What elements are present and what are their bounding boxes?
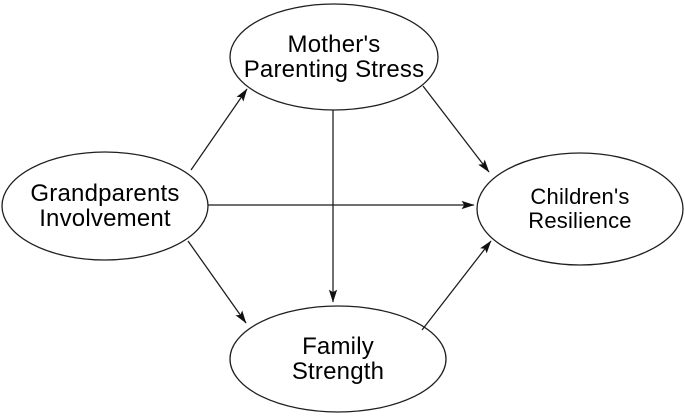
- node-ellipse-mothers-parenting-stress: [229, 3, 439, 111]
- edge-family-strength-to-childrens-resilience-arrow: [421, 240, 492, 331]
- node-ellipse-childrens-resilience: [476, 152, 684, 266]
- edge-grandparents-to-parenting-stress-arrow: [190, 88, 248, 171]
- node-ellipse-grandparents-involvement: [1, 151, 209, 261]
- node-ellipse-family-strength: [229, 305, 447, 413]
- edge-grandparents-to-family-strength-arrow: [187, 240, 247, 324]
- edge-parenting-stress-to-childrens-resilience-arrow: [422, 85, 490, 173]
